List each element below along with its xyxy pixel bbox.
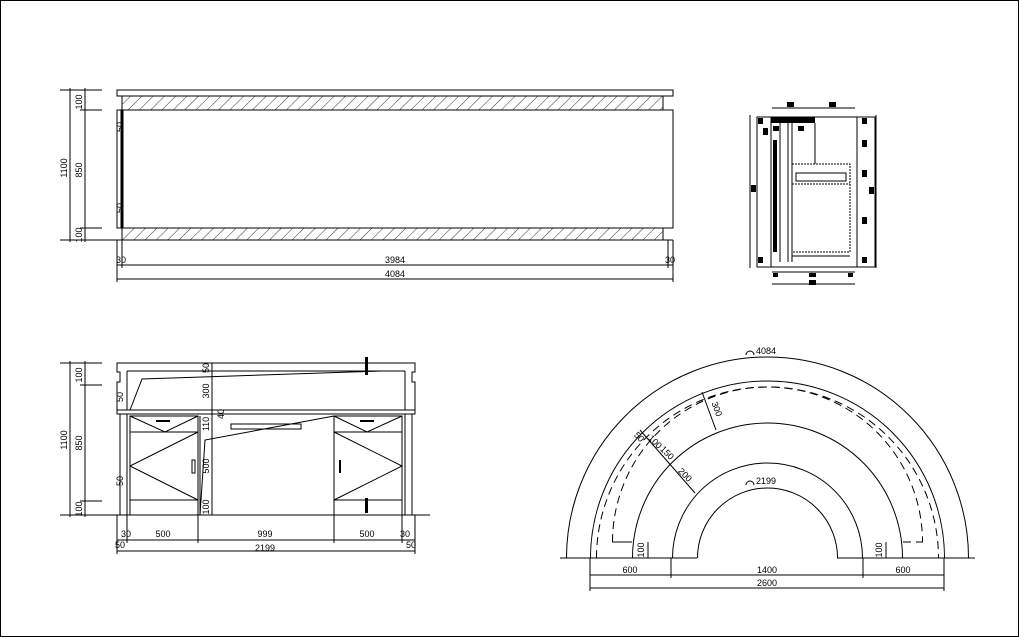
dim-left-edge: 30 — [116, 255, 126, 265]
dim-center-door: 500 — [201, 458, 211, 473]
dim-total: 2600 — [757, 578, 777, 588]
dim-right: 600 — [895, 565, 910, 575]
height-left: 100 — [636, 542, 646, 557]
height-right: 100 — [874, 542, 884, 557]
dim-bottom: 100 — [74, 227, 84, 242]
dim-total-width: 2199 — [255, 543, 275, 553]
arc-plan: 4084 2199 300 50 100 150 200 100 100 600… — [560, 346, 975, 591]
dim-inset-top: 50 — [115, 122, 125, 132]
dim-inset-bottom: 50 — [115, 203, 125, 213]
dim-outer-right: 50 — [406, 540, 416, 550]
dim-center: 1400 — [757, 565, 777, 575]
dim-center-length: 3984 — [385, 255, 405, 265]
dim-total-length: 4084 — [385, 269, 405, 279]
dim-left: 600 — [622, 565, 637, 575]
dim-top: 100 — [74, 367, 84, 382]
dim-total-height: 1100 — [59, 158, 69, 177]
dim-edge-right: 30 — [400, 529, 410, 539]
dim-total-height: 1100 — [59, 430, 69, 449]
section-view — [749, 102, 877, 285]
dim-top: 100 — [74, 94, 84, 109]
dim-center-width: 999 — [257, 529, 272, 539]
dim-center-upper: 300 — [201, 383, 211, 398]
dim-middle: 850 — [74, 435, 84, 450]
dim-inset-bottom: 50 — [115, 476, 125, 486]
outer-arc-length: 4084 — [756, 346, 776, 356]
dim-inset-top: 50 — [115, 392, 125, 402]
front-elevation: 1100 100 850 100 50 50 50 300 40 110 500… — [59, 357, 430, 554]
inner-arc-length: 2199 — [756, 476, 776, 486]
dim-edge-left: 30 — [121, 529, 131, 539]
dim-center-top: 50 — [201, 363, 211, 373]
dim-right-cabinet: 500 — [359, 529, 374, 539]
dim-outer-left: 50 — [115, 540, 125, 550]
radial-300: 300 — [710, 400, 725, 418]
dim-right-edge: 30 — [665, 255, 675, 265]
dim-center-base: 100 — [201, 499, 211, 514]
dim-center-drawer: 110 — [201, 417, 211, 431]
dim-bottom: 100 — [74, 501, 84, 516]
plan-view: 1100 100 850 100 50 50 30 3984 30 4084 — [59, 88, 675, 282]
dim-middle: 850 — [74, 162, 84, 177]
radial-200: 200 — [676, 466, 694, 484]
dim-center-shelf: 40 — [216, 409, 226, 419]
dim-left-cabinet: 500 — [155, 529, 170, 539]
